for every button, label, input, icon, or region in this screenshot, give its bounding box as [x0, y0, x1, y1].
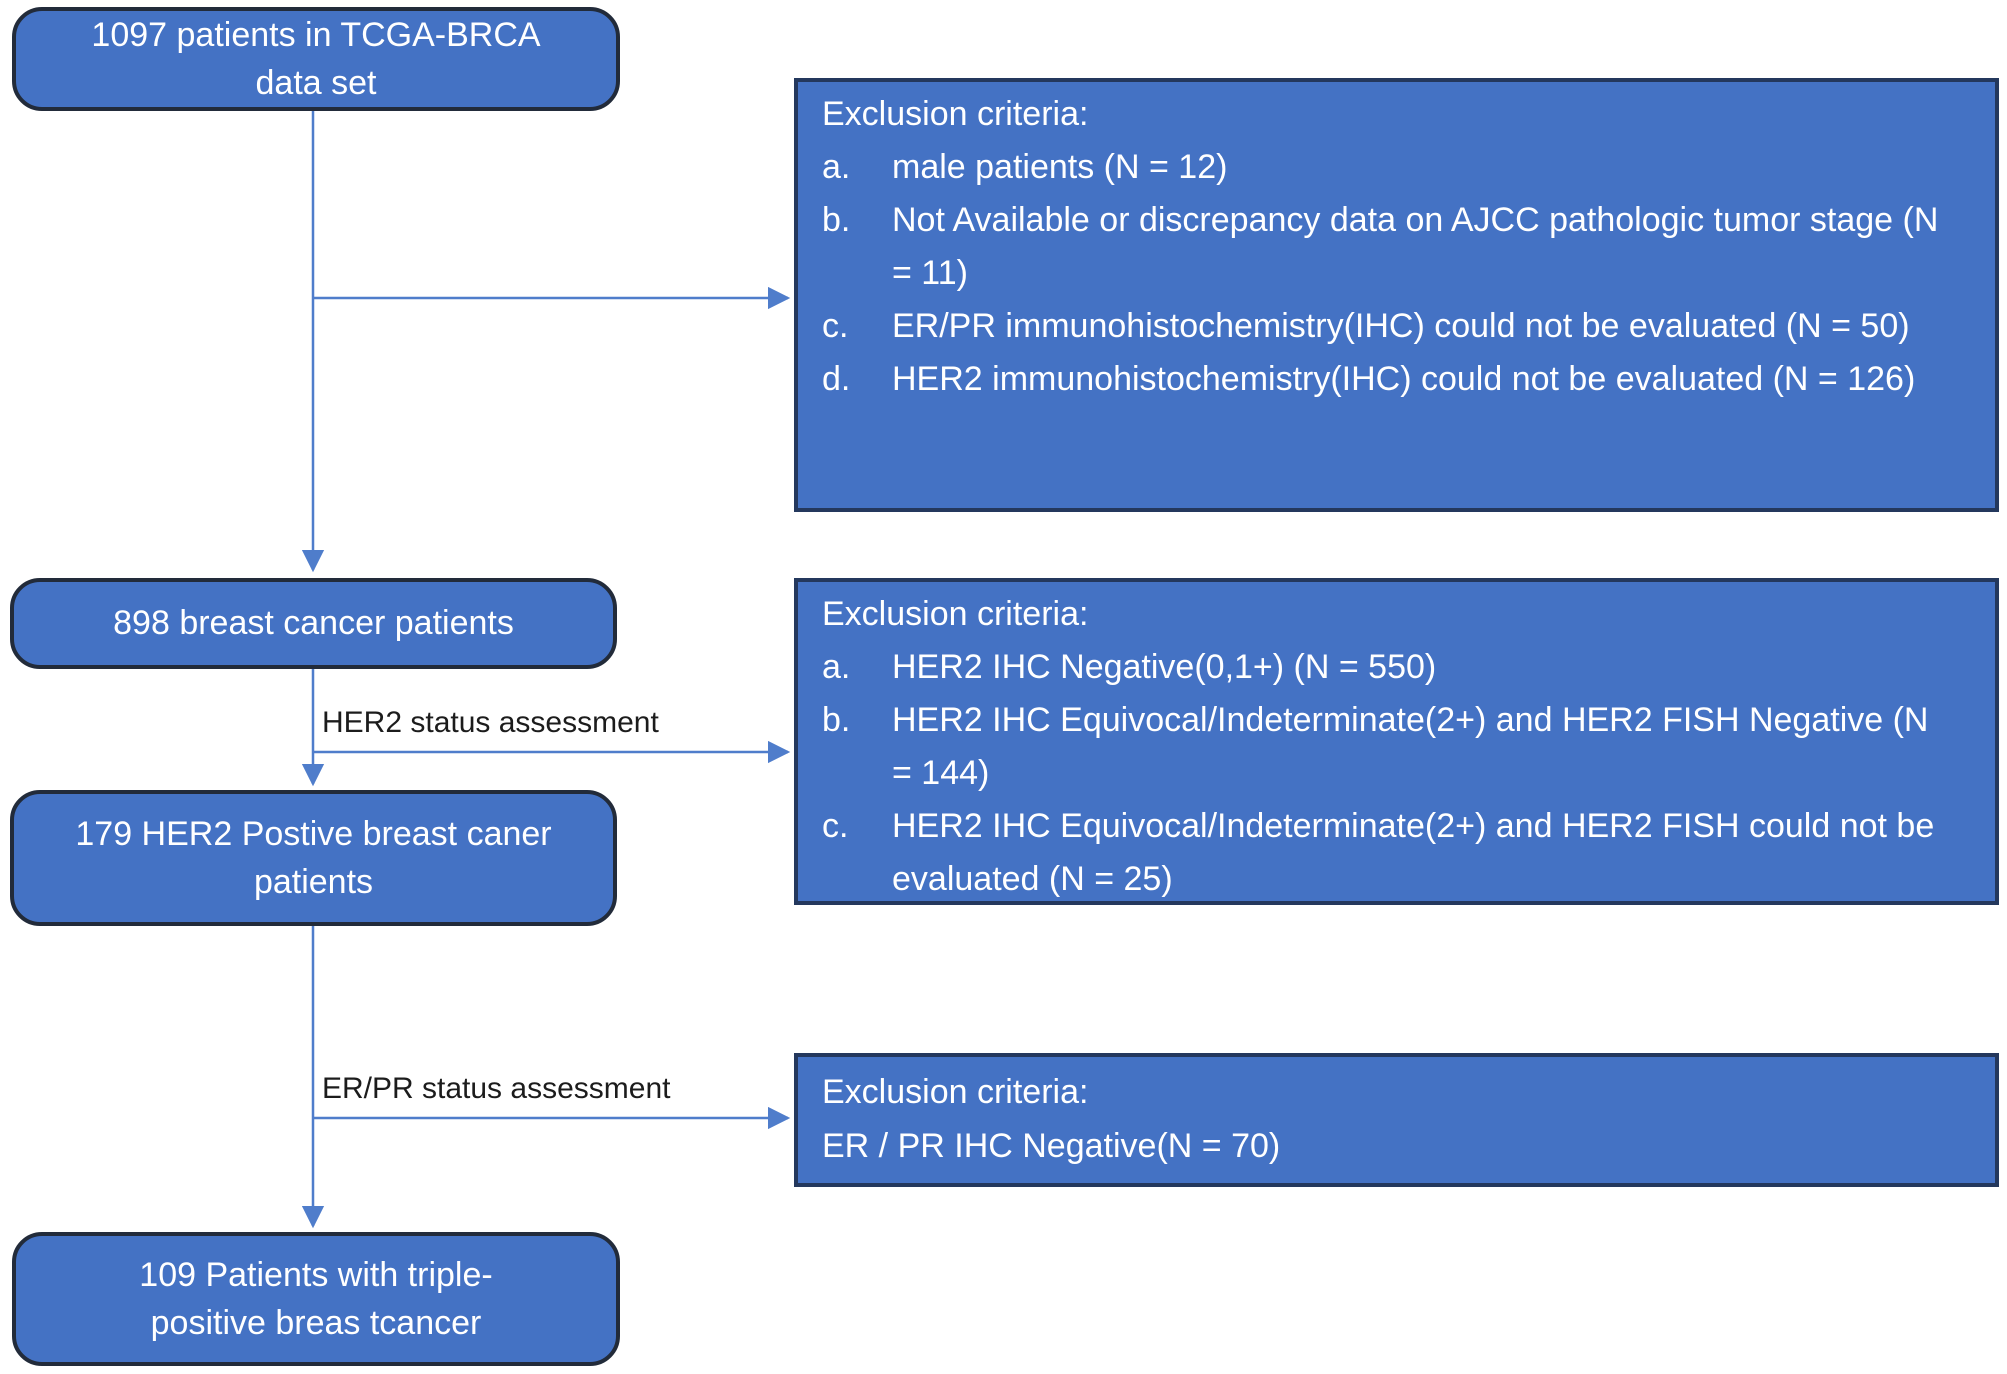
exclusion-item-marker: b. — [822, 701, 851, 739]
exclusion-item: b. HER2 IHC Equivocal/Indeterminate(2+) … — [822, 694, 1955, 800]
exclusion-panel-title: Exclusion criteria: — [822, 95, 1089, 133]
flow-node-label: 898 breast cancer patients — [113, 604, 514, 643]
exclusion-item: a. HER2 IHC Negative(0,1+) (N = 550) — [822, 641, 1955, 694]
flow-node-triple-positive-patients: 109 Patients with triple-positive breas … — [12, 1232, 620, 1366]
exclusion-item: d. HER2 immunohistochemistry(IHC) could … — [822, 353, 1955, 406]
exclusion-item-text: ER/PR immunohistochemistry(IHC) could no… — [892, 307, 1910, 345]
exclusion-item: b. Not Available or discrepancy data on … — [822, 194, 1955, 300]
exclusion-item-marker: b. — [822, 201, 851, 239]
exclusion-item-marker: a. — [822, 148, 851, 186]
exclusion-item-text: Not Available or discrepancy data on AJC… — [892, 201, 1939, 292]
exclusion-panel-title: Exclusion criteria: — [822, 595, 1089, 633]
exclusion-item-marker: c. — [822, 807, 849, 845]
flow-node-label: 179 HER2 Postive breast caner patients — [75, 814, 552, 901]
edge-label-her2-status-assessment: HER2 status assessment — [322, 706, 659, 739]
exclusion-item-text: HER2 IHC Negative(0,1+) (N = 550) — [892, 648, 1437, 686]
exclusion-item-text: HER2 immunohistochemistry(IHC) could not… — [892, 360, 1916, 398]
flow-node-breast-cancer-patients: 898 breast cancer patients — [10, 578, 617, 669]
flow-node-label: 1097 patients in TCGA-BRCA data set — [91, 15, 541, 102]
exclusion-item: a. male patients (N = 12) — [822, 141, 1955, 194]
edge-label-erpr-status-assessment: ER/PR status assessment — [322, 1072, 671, 1105]
exclusion-panel-2: Exclusion criteria: a. HER2 IHC Negative… — [794, 578, 1999, 905]
exclusion-item-marker: a. — [822, 648, 851, 686]
exclusion-panel-title: Exclusion criteria: — [822, 1073, 1089, 1111]
exclusion-item-text: male patients (N = 12) — [892, 148, 1228, 186]
flow-node-label: 109 Patients with triple-positive breas … — [139, 1255, 493, 1342]
exclusion-item: c. ER/PR immunohistochemistry(IHC) could… — [822, 300, 1955, 353]
exclusion-panel-3: Exclusion criteria: ER / PR IHC Negative… — [794, 1053, 1999, 1187]
exclusion-item: c. HER2 IHC Equivocal/Indeterminate(2+) … — [822, 800, 1955, 901]
exclusion-item-marker: d. — [822, 360, 851, 398]
flow-node-her2-positive-patients: 179 HER2 Postive breast caner patients — [10, 790, 617, 926]
exclusion-item-text: HER2 IHC Equivocal/Indeterminate(2+) and… — [892, 807, 1935, 898]
exclusion-item-text: HER2 IHC Equivocal/Indeterminate(2+) and… — [892, 701, 1929, 792]
exclusion-item-text: ER / PR IHC Negative(N = 70) — [822, 1127, 1281, 1165]
exclusion-panel-1: Exclusion criteria: a. male patients (N … — [794, 78, 1999, 512]
flow-node-total-patients: 1097 patients in TCGA-BRCA data set — [12, 7, 620, 111]
exclusion-item-marker: c. — [822, 307, 849, 345]
